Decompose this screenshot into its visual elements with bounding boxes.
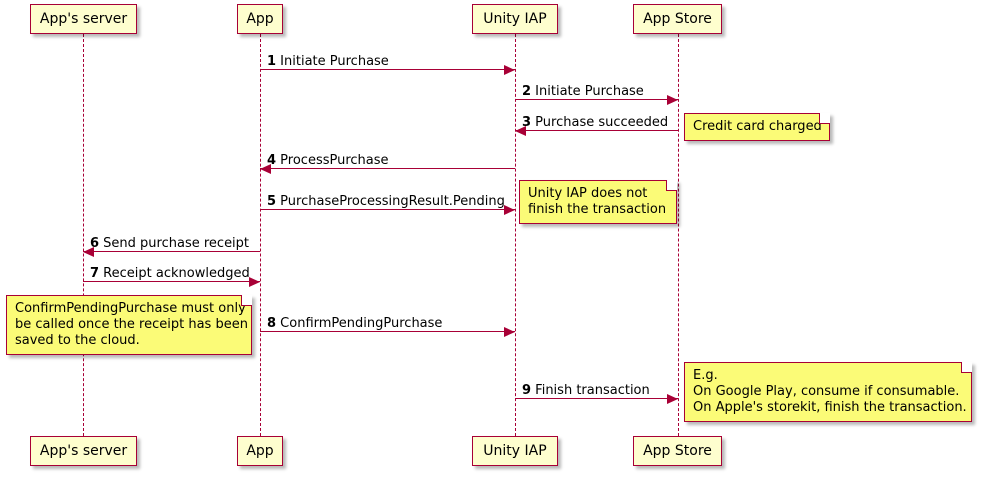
- message-text-1: Initiate Purchase: [276, 54, 389, 69]
- participant-label: Unity IAP: [483, 11, 547, 27]
- header-participant-appstore[interactable]: App Store: [633, 4, 722, 34]
- message-arrowhead-3: [515, 126, 526, 136]
- lifeline-unity: [515, 34, 516, 436]
- participant-label: Unity IAP: [483, 443, 547, 459]
- note-fold-corner-icon: [961, 362, 972, 373]
- message-seq-7: 7: [90, 266, 100, 281]
- message-arrowhead-1: [504, 65, 515, 75]
- message-line-7: [83, 281, 260, 282]
- participant-label: App Store: [643, 443, 712, 459]
- message-label-5: 5 PurchaseProcessingResult.Pending: [267, 195, 505, 208]
- note-text: Unity IAP does not finish the transactio…: [528, 186, 667, 217]
- participant-label: App's server: [39, 443, 128, 459]
- message-text-7: Receipt acknowledged: [99, 266, 250, 281]
- header-participant-server[interactable]: App's server: [30, 4, 137, 34]
- message-text-6: Send purchase receipt: [99, 236, 250, 251]
- message-seq-8: 8: [267, 316, 277, 331]
- message-line-8: [260, 331, 515, 332]
- message-label-8: 8 ConfirmPendingPurchase: [267, 317, 442, 330]
- message-line-2: [515, 99, 678, 100]
- message-line-5: [260, 209, 515, 210]
- lifeline-app: [260, 34, 261, 436]
- message-arrowhead-4: [260, 164, 271, 174]
- message-text-3: Purchase succeeded: [531, 115, 669, 130]
- note-text: ConfirmPendingPurchase must only be call…: [15, 301, 248, 348]
- lifeline-server: [83, 34, 84, 436]
- message-line-1: [260, 69, 515, 70]
- message-label-7: 7 Receipt acknowledged: [90, 267, 250, 280]
- note-fold-corner-icon: [819, 113, 830, 124]
- message-text-4: ProcessPurchase: [276, 153, 389, 168]
- note-credit-card: Credit card charged: [684, 113, 830, 141]
- message-seq-9: 9: [522, 383, 532, 398]
- message-arrowhead-6: [83, 247, 94, 257]
- message-label-1: 1 Initiate Purchase: [267, 55, 389, 68]
- footer-participant-app[interactable]: App: [237, 436, 283, 466]
- message-text-5: PurchaseProcessingResult.Pending: [276, 194, 505, 209]
- header-participant-app[interactable]: App: [237, 4, 283, 34]
- message-line-3: [515, 130, 678, 131]
- message-label-4: 4 ProcessPurchase: [267, 154, 389, 167]
- participant-label: App Store: [643, 11, 712, 27]
- message-seq-2: 2: [522, 84, 532, 99]
- message-seq-5: 5: [267, 194, 277, 209]
- message-seq-4: 4: [267, 153, 277, 168]
- participant-label: App: [246, 443, 274, 459]
- message-text-8: ConfirmPendingPurchase: [276, 316, 443, 331]
- note-fold-corner-icon: [666, 180, 677, 191]
- message-arrowhead-5: [504, 205, 515, 215]
- message-seq-1: 1: [267, 54, 277, 69]
- message-text-9: Finish transaction: [531, 383, 650, 398]
- message-line-6: [83, 251, 260, 252]
- message-label-9: 9 Finish transaction: [522, 384, 650, 397]
- footer-participant-unity[interactable]: Unity IAP: [472, 436, 558, 466]
- message-arrowhead-8: [504, 327, 515, 337]
- message-text-2: Initiate Purchase: [531, 84, 644, 99]
- header-participant-unity[interactable]: Unity IAP: [472, 4, 558, 34]
- message-label-3: 3 Purchase succeeded: [522, 116, 668, 129]
- note-fold-corner-icon: [241, 295, 252, 306]
- message-label-6: 6 Send purchase receipt: [90, 237, 249, 250]
- message-arrowhead-9: [667, 394, 678, 404]
- note-unity-pending: Unity IAP does not finish the transactio…: [519, 180, 677, 224]
- lifeline-appstore: [678, 34, 679, 436]
- message-arrowhead-7: [249, 277, 260, 287]
- message-line-4: [260, 168, 515, 169]
- message-line-9: [515, 398, 678, 399]
- participant-label: App's server: [39, 11, 128, 27]
- message-arrowhead-2: [667, 95, 678, 105]
- message-seq-3: 3: [522, 115, 532, 130]
- message-label-2: 2 Initiate Purchase: [522, 85, 644, 98]
- note-finish-example: E.g. On Google Play, consume if consumab…: [684, 362, 972, 422]
- footer-participant-server[interactable]: App's server: [30, 436, 137, 466]
- participant-label: App: [246, 11, 274, 27]
- note-text: E.g. On Google Play, consume if consumab…: [693, 368, 967, 415]
- note-confirm-pending: ConfirmPendingPurchase must only be call…: [6, 295, 252, 355]
- note-text: Credit card charged: [693, 119, 822, 134]
- message-seq-6: 6: [90, 236, 100, 251]
- footer-participant-appstore[interactable]: App Store: [633, 436, 722, 466]
